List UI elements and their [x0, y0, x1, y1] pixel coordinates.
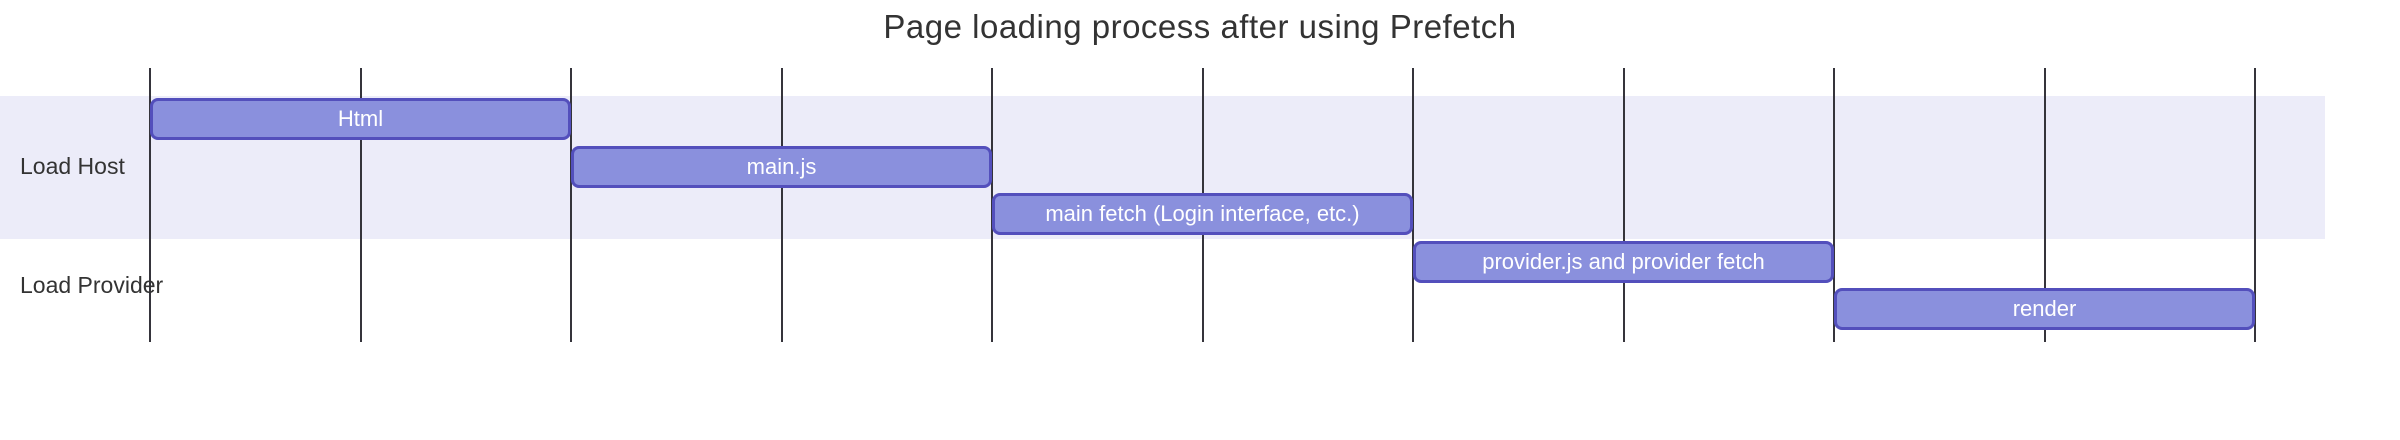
- chart-title: Page loading process after using Prefetc…: [883, 8, 1517, 45]
- gridline: [1412, 68, 1414, 342]
- task-bar-label: provider.js and provider fetch: [1482, 248, 1765, 274]
- gridline: [2254, 68, 2256, 342]
- task-bar-label: render: [2012, 296, 2077, 322]
- gridline: [1833, 68, 1835, 342]
- task-bar: render: [1834, 288, 2255, 331]
- section-label: Load Host: [20, 153, 125, 180]
- section-label: Load Provider: [20, 272, 164, 299]
- gridline: [149, 68, 151, 342]
- task-bar: Html: [150, 98, 571, 140]
- gridline: [570, 68, 572, 342]
- gridline: [780, 68, 783, 342]
- task-bar-label: main.js: [746, 153, 817, 179]
- task-bar: provider.js and provider fetch: [1413, 240, 1834, 283]
- task-bar: main.js: [571, 145, 992, 188]
- gridline: [359, 68, 362, 342]
- task-bar: main fetch (Login interface, etc.): [992, 193, 1413, 236]
- gridline: [2043, 68, 2046, 342]
- task-bar-label: Html: [337, 106, 384, 131]
- gridline: [1622, 68, 1625, 342]
- task-bar-label: main fetch (Login interface, etc.): [1045, 201, 1360, 227]
